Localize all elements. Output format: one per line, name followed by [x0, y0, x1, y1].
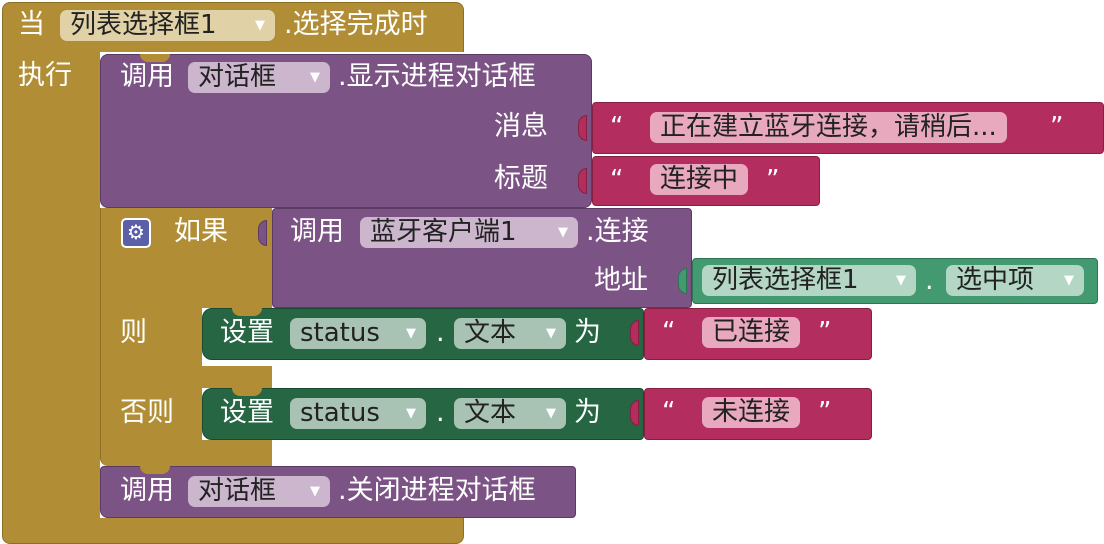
- chevron-down-icon: ▼: [406, 326, 416, 341]
- address-component-dropdown[interactable]: 列表选择框1 ▼: [702, 265, 916, 296]
- open-quote: “: [662, 317, 676, 347]
- else-label: 否则: [120, 397, 174, 428]
- address-label: 地址: [594, 265, 648, 296]
- gear-icon[interactable]: ⚙: [121, 218, 151, 248]
- else-text-block[interactable]: [644, 388, 872, 440]
- status-property-label: 文本: [464, 398, 517, 428]
- dot-separator: .: [436, 397, 445, 428]
- dialog-component-label: 对话框: [198, 476, 277, 506]
- event-component-dropdown[interactable]: 列表选择框1 ▼: [60, 10, 275, 41]
- status-component-dropdown[interactable]: status ▼: [290, 398, 426, 429]
- chevron-down-icon: ▼: [1064, 273, 1074, 288]
- method-name: .关闭进程对话框: [338, 475, 536, 506]
- dialog-component-dropdown[interactable]: 对话框 ▼: [188, 476, 330, 507]
- dialog-component-dropdown[interactable]: 对话框 ▼: [188, 62, 330, 93]
- close-quote: ”: [818, 317, 832, 347]
- connector-notch: [232, 308, 262, 316]
- chevron-down-icon: ▼: [546, 406, 556, 421]
- chevron-down-icon: ▼: [546, 326, 556, 341]
- method-name: .连接: [586, 216, 649, 247]
- to-keyword: 为: [574, 317, 601, 348]
- status-property-dropdown[interactable]: 文本 ▼: [454, 318, 566, 349]
- bt-component-dropdown[interactable]: 蓝牙客户端1 ▼: [360, 217, 578, 248]
- connector-notch: [232, 388, 262, 396]
- input-tab: [678, 268, 687, 294]
- address-component-label: 列表选择框1: [712, 265, 859, 295]
- status-component-dropdown[interactable]: status ▼: [290, 318, 426, 349]
- title-text-field[interactable]: 连接中: [650, 164, 749, 195]
- event-component-label: 列表选择框1: [70, 10, 217, 40]
- to-keyword: 为: [574, 397, 601, 428]
- address-property-dropdown[interactable]: 选中项 ▼: [946, 265, 1084, 296]
- then-text-field[interactable]: 已连接: [702, 317, 801, 348]
- status-property-dropdown[interactable]: 文本 ▼: [454, 398, 566, 429]
- message-text-field[interactable]: 正在建立蓝牙连接，请稍后...: [650, 112, 1007, 143]
- set-keyword: 设置: [220, 397, 274, 428]
- input-tab: [258, 220, 267, 246]
- show-progress-block[interactable]: [100, 54, 592, 208]
- message-label: 消息: [494, 111, 548, 142]
- open-quote: “: [662, 397, 676, 427]
- call-keyword: 调用: [120, 61, 174, 92]
- dot-separator: .: [436, 317, 445, 348]
- if-then-divider: [202, 366, 272, 388]
- call-keyword: 调用: [120, 475, 174, 506]
- status-property-label: 文本: [464, 318, 517, 348]
- status-component-label: status: [300, 318, 380, 348]
- if-label: 如果: [174, 216, 228, 247]
- else-text-field[interactable]: 未连接: [702, 397, 801, 428]
- bt-component-label: 蓝牙客户端1: [370, 217, 517, 247]
- set-else-block[interactable]: [202, 388, 644, 440]
- title-label: 标题: [494, 163, 548, 194]
- close-quote: ”: [1050, 112, 1064, 142]
- open-quote: “: [610, 165, 624, 195]
- chevron-down-icon: ▼: [896, 273, 906, 288]
- close-quote: ”: [818, 397, 832, 427]
- chevron-down-icon: ▼: [310, 484, 320, 499]
- chevron-down-icon: ▼: [558, 225, 568, 240]
- status-component-label: status: [300, 398, 380, 428]
- connector-notch: [140, 466, 170, 474]
- open-quote: “: [610, 112, 624, 142]
- chevron-down-icon: ▼: [310, 70, 320, 85]
- method-name: .显示进程对话框: [338, 61, 536, 92]
- then-label: 则: [120, 317, 147, 348]
- set-keyword: 设置: [220, 317, 274, 348]
- input-tab: [630, 400, 639, 426]
- do-label: 执行: [18, 60, 72, 91]
- input-tab: [578, 115, 587, 141]
- chevron-down-icon: ▼: [255, 18, 265, 33]
- dot-separator: .: [925, 265, 934, 296]
- address-property-label: 选中项: [956, 265, 1035, 295]
- event-keyword: 当: [18, 9, 45, 40]
- connector-notch: [140, 54, 170, 62]
- chevron-down-icon: ▼: [406, 406, 416, 421]
- event-name: .选择完成时: [284, 9, 428, 40]
- input-tab: [630, 320, 639, 346]
- call-keyword: 调用: [290, 216, 344, 247]
- dialog-component-label: 对话框: [198, 62, 277, 92]
- input-tab: [578, 168, 587, 194]
- close-quote: ”: [766, 165, 780, 195]
- dismiss-progress-block[interactable]: [100, 466, 576, 518]
